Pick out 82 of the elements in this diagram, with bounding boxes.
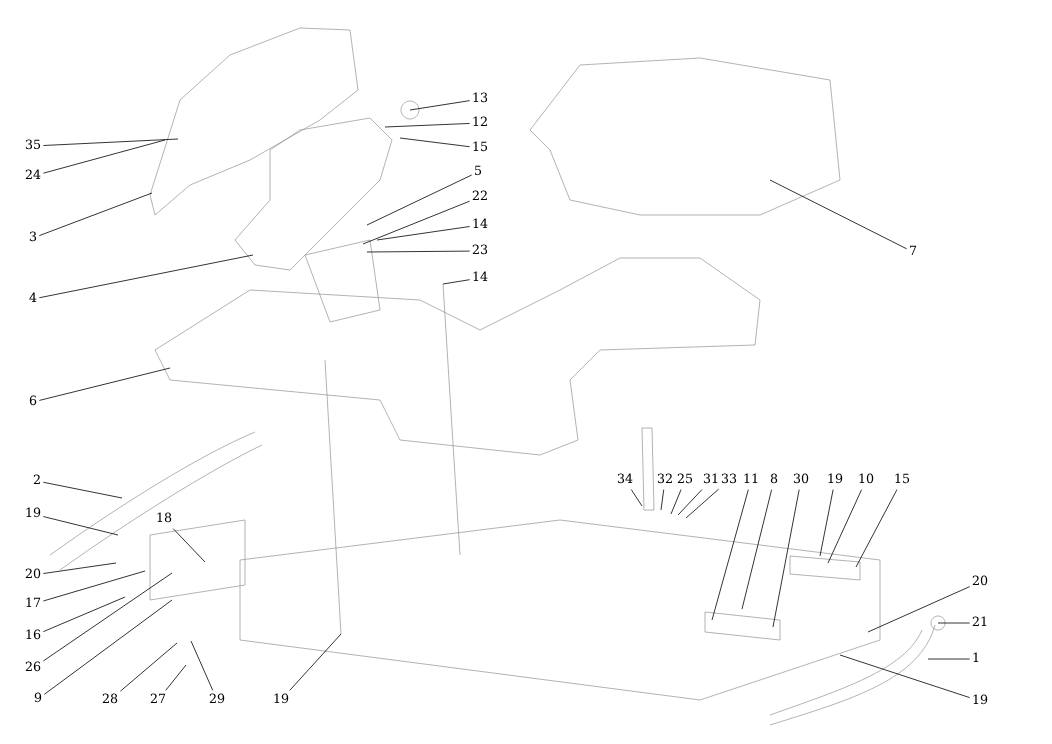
leader-line [38,367,171,401]
leader-line [42,139,166,174]
callout-number: 24 [25,169,41,179]
leader-line [772,489,800,628]
callout-number: 17 [26,597,41,607]
leader-line [42,516,119,536]
callout-number: 27 [150,693,166,703]
callout-number: 6 [29,395,37,406]
leader-line [711,489,749,621]
leader-line [677,489,703,516]
callout-number: 21 [972,616,987,626]
leader-line [399,137,471,148]
leader-line [43,599,173,695]
callout-number: 7 [910,245,917,255]
callout-number: 3 [29,231,37,242]
leader-line [119,642,178,692]
leader-line [839,654,971,698]
callout-number: 32 [657,473,672,484]
callout-number: 1 [973,652,979,662]
callout-number: 14 [473,271,488,281]
leader-line [630,489,643,507]
leader-line [42,562,117,574]
callout-number: 10 [859,473,874,484]
leader-line [42,570,146,602]
leader-line [855,489,898,568]
callout-number: 19 [828,473,843,484]
callout-number: 23 [472,244,488,255]
callout-number: 20 [972,575,988,586]
leader-line [819,489,834,557]
callout-number: 2 [33,474,40,484]
callout-number: 8 [770,473,778,484]
callout-number: 20 [25,568,41,579]
leader-line [42,138,179,146]
callout-number: 15 [895,473,910,484]
leader-line [670,489,682,515]
leader-line [190,640,214,691]
leader-line [927,658,971,660]
leader-line [376,226,471,241]
leader-line [769,179,908,250]
callout-number: 29 [209,693,225,704]
callout-number: 30 [793,473,809,484]
callout-number: 12 [473,116,487,126]
leader-line [38,254,254,299]
leader-line [38,192,153,237]
leader-line [172,528,206,563]
leader-line [384,123,471,128]
callout-number: 31 [703,473,718,484]
callout-number: 26 [25,661,41,672]
callout-number: 22 [472,190,487,200]
callout-number: 19 [973,694,988,705]
leader-line [42,481,123,499]
callout-number: 18 [157,512,172,523]
leader-line [165,664,187,691]
leader-line [42,572,173,662]
callout-number: 35 [25,139,41,150]
callout-number: 34 [617,473,633,484]
leader-line [827,489,862,564]
leader-line [366,174,473,226]
leader-line [42,596,126,633]
leader-line [741,489,773,610]
callout-number: 25 [677,473,693,484]
leader-line [366,250,471,253]
callout-number: 19 [274,693,289,704]
callout-number: 16 [26,629,41,640]
leader-line [409,100,471,111]
callout-number: 4 [29,292,37,302]
leader-line [442,279,471,285]
leader-line [685,488,720,519]
callout-number: 11 [744,473,758,483]
callout-number: 33 [721,473,737,484]
leader-line [937,622,971,624]
callout-number: 13 [473,92,488,103]
leader-line [362,200,471,245]
callout-number: 28 [102,693,118,704]
callout-number: 15 [473,141,488,152]
leader-line [289,633,342,691]
leader-line [867,586,971,633]
callout-number: 14 [473,218,488,228]
leader-line [660,489,665,511]
callout-number: 19 [26,507,41,518]
callout-number: 9 [34,692,42,703]
callout-number: 5 [475,165,482,176]
